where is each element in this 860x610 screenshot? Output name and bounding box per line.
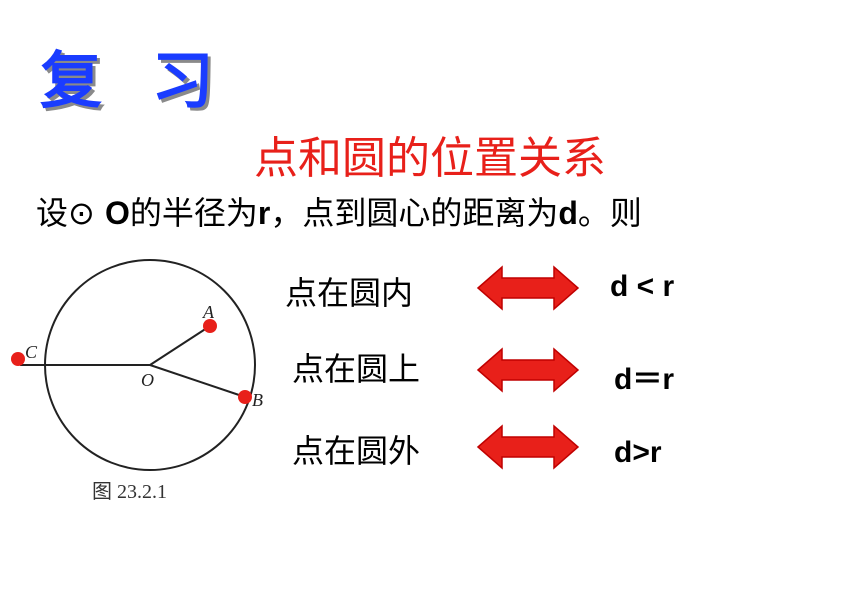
topic-title: 点和圆的位置关系 (254, 133, 606, 184)
relation-label-on: 点在圆上 (292, 350, 421, 388)
relation-formula-on: d＝r (614, 363, 674, 396)
premise-part-4: 。则 (577, 194, 642, 232)
segment-ob (149, 364, 246, 398)
double-arrow-icon (476, 424, 580, 470)
relation-formula-outside: d>r (614, 436, 662, 469)
label-a: A (202, 302, 215, 322)
premise-statement: 设⊙ O的半径为r，点到圆心的距离为d。则 (36, 188, 642, 234)
relation-formula-inside: d < r (610, 270, 675, 303)
point-a-dot (203, 319, 217, 333)
premise-center-o: O (105, 195, 130, 231)
figure-caption: 图 23.2.1 (92, 481, 167, 503)
double-arrow-icon (476, 265, 580, 311)
premise-radius-r: r (257, 195, 271, 231)
double-arrow-icon (476, 347, 580, 393)
point-b-dot (238, 390, 252, 404)
circle-figure: A B C O 图 23.2.1 (11, 256, 274, 503)
relation-label-inside: 点在圆内 (285, 274, 414, 312)
premise-part-2: 的半径为 (129, 194, 258, 232)
point-c-dot (11, 352, 25, 366)
figure-background (20, 256, 274, 466)
label-c: C (25, 342, 38, 362)
segment-oa (149, 325, 211, 366)
relation-label-outside: 点在圆外 (292, 432, 421, 470)
premise-part-3: ，点到圆心的距离为 (270, 194, 559, 232)
premise-part-1: 设⊙ (36, 194, 105, 232)
label-o: O (141, 370, 154, 390)
premise-distance-d: d (558, 195, 578, 231)
review-heading: 复 习 (40, 44, 228, 117)
label-b: B (252, 390, 263, 410)
